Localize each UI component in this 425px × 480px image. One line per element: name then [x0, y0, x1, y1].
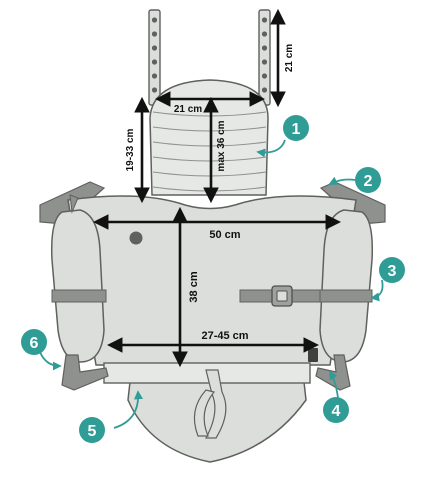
panel-height-dimension: 38 cm [188, 271, 200, 302]
svg-text:1: 1 [292, 121, 301, 138]
callout-2: 2 [355, 167, 381, 193]
svg-text:6: 6 [30, 335, 39, 352]
callout-arrows [39, 139, 384, 429]
callout-5: 5 [79, 417, 105, 443]
base-width-dimension: 27-45 cm [201, 330, 248, 342]
hood-width-dimension: 21 cm [174, 104, 202, 115]
chest-strap [239, 285, 321, 307]
panel-width-dimension: 50 cm [209, 229, 240, 241]
callout-1: 1 [283, 115, 309, 141]
hood-strap-left [148, 9, 161, 106]
hood-strap-right [258, 9, 271, 106]
svg-text:4: 4 [332, 403, 341, 420]
svg-text:5: 5 [88, 423, 97, 440]
tie-strap [193, 369, 227, 439]
brand-label [308, 348, 318, 362]
hood [149, 79, 269, 196]
side-height-dimension: 19-33 cm [125, 128, 136, 171]
callout-6: 6 [21, 329, 47, 355]
dimension-lines [92, 8, 342, 368]
svg-text:3: 3 [388, 263, 397, 280]
callout-4: 4 [323, 397, 349, 423]
svg-text:2: 2 [364, 173, 373, 190]
top-strap-dimension: 21 cm [284, 44, 295, 72]
leg-strap-left [61, 354, 109, 391]
shoulder-pad-left [50, 194, 107, 363]
hood-height-dimension: max 36 cm [216, 120, 227, 171]
callout-3: 3 [379, 257, 405, 283]
snap-button [129, 231, 143, 245]
